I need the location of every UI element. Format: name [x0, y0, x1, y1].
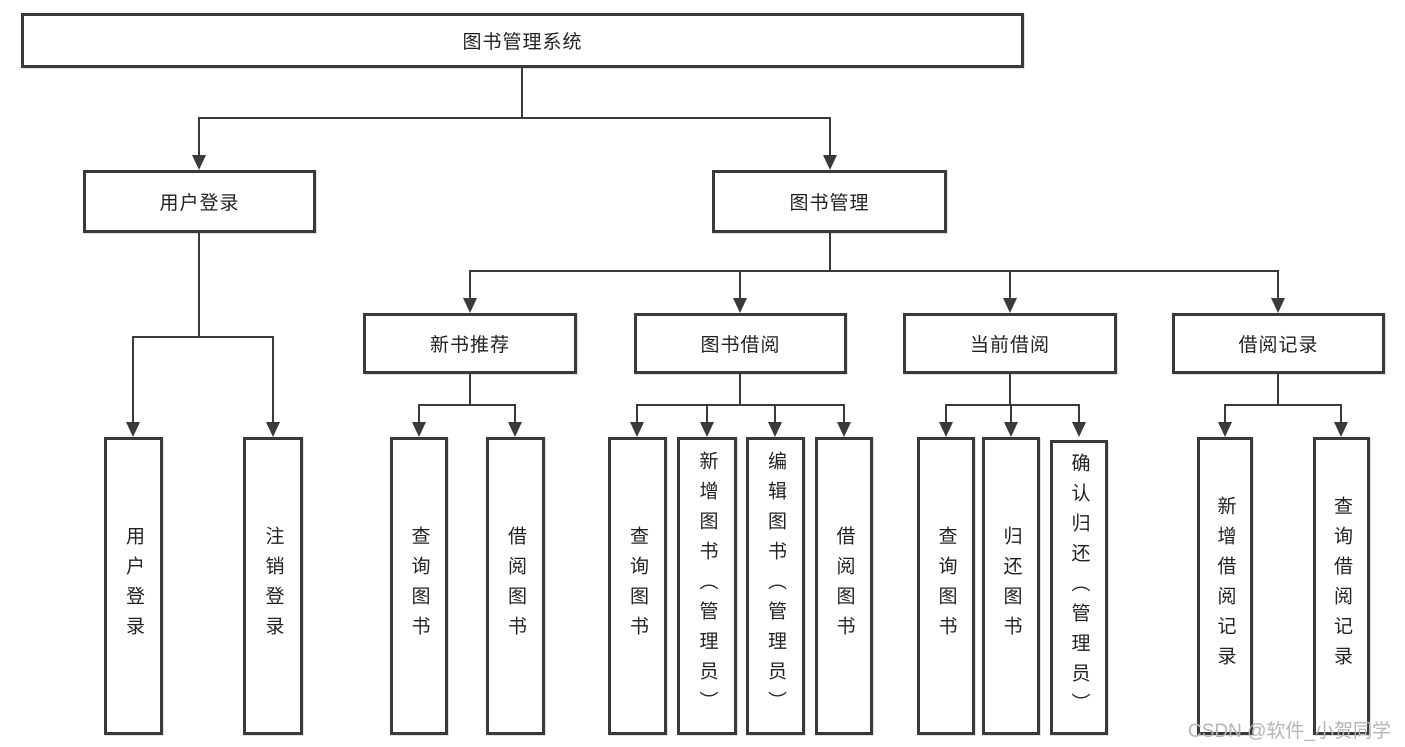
leaf-query-borrow-record: 查询借阅记录 [1313, 437, 1370, 735]
arrowhead [1003, 298, 1017, 313]
connector-line [198, 117, 831, 119]
arrowhead [126, 422, 140, 437]
leaf-logout: 注销登录 [243, 437, 303, 735]
connector-line [843, 404, 845, 424]
connector-line [636, 404, 638, 424]
connector-line [514, 404, 516, 424]
connector-line [1277, 374, 1279, 406]
arrowhead [837, 422, 851, 437]
arrowhead [823, 155, 837, 170]
leaf-borrow-books-recommend: 借阅图书 [486, 437, 545, 735]
arrowhead [733, 298, 747, 313]
arrowhead [630, 422, 644, 437]
leaf-add-borrow-record: 新增借阅记录 [1197, 437, 1253, 735]
arrowhead [768, 422, 782, 437]
node-book-borrowing: 图书借阅 [634, 313, 847, 374]
node-library-management-system: 图书管理系统 [21, 13, 1024, 68]
leaf-add-book-admin: 新增图书（管理员） [677, 437, 737, 735]
connector-line [774, 404, 776, 424]
connector-line [132, 336, 134, 424]
connector-line [469, 270, 1279, 272]
connector-line [1078, 404, 1080, 424]
connector-line [1009, 374, 1011, 406]
connector-line [1340, 404, 1342, 424]
connector-line [636, 404, 845, 406]
connector-line [1224, 404, 1226, 424]
arrowhead [1218, 422, 1232, 437]
connector-line [1277, 270, 1279, 300]
node-user-login: 用户登录 [83, 170, 316, 233]
leaf-confirm-return-admin: 确认归还（管理员） [1050, 440, 1108, 735]
arrowhead [939, 422, 953, 437]
connector-line [829, 233, 831, 272]
connector-line [739, 374, 741, 406]
connector-line [418, 404, 516, 406]
connector-line [418, 404, 420, 424]
connector-line [1009, 270, 1011, 300]
connector-line [829, 117, 831, 157]
csdn-watermark: CSDN @软件_小贺同学 [1188, 721, 1391, 742]
connector-line [198, 117, 200, 157]
connector-line [198, 233, 200, 337]
arrowhead [412, 422, 426, 437]
leaf-edit-book-admin: 编辑图书（管理员） [746, 437, 805, 735]
connector-line [469, 270, 471, 300]
arrowhead [1334, 422, 1348, 437]
node-current-borrowing: 当前借阅 [903, 313, 1117, 374]
arrowhead [192, 155, 206, 170]
connector-line [469, 374, 471, 406]
arrowhead [700, 422, 714, 437]
node-borrowing-records: 借阅记录 [1172, 313, 1385, 374]
connector-line [272, 336, 274, 424]
leaf-query-books-current: 查询图书 [917, 437, 975, 735]
connector-line [945, 404, 1080, 406]
connector-line [739, 270, 741, 300]
arrowhead [508, 422, 522, 437]
leaf-query-books-borrowing: 查询图书 [608, 437, 667, 735]
leaf-return-book: 归还图书 [982, 437, 1040, 735]
connector-line [945, 404, 947, 424]
connector-line [132, 336, 273, 338]
connector-line [1224, 404, 1342, 406]
arrowhead [1072, 422, 1086, 437]
leaf-borrow-books-borrowing: 借阅图书 [815, 437, 873, 735]
connector-line [521, 68, 523, 118]
node-book-management: 图书管理 [712, 170, 947, 233]
arrowhead [1271, 298, 1285, 313]
arrowhead [266, 422, 280, 437]
arrowhead [1004, 422, 1018, 437]
connector-line [706, 404, 708, 424]
leaf-query-books-recommend: 查询图书 [390, 437, 448, 735]
arrowhead [463, 298, 477, 313]
connector-line [1010, 404, 1012, 424]
leaf-user-login: 用户登录 [104, 437, 163, 735]
node-new-book-recommend: 新书推荐 [363, 313, 577, 374]
